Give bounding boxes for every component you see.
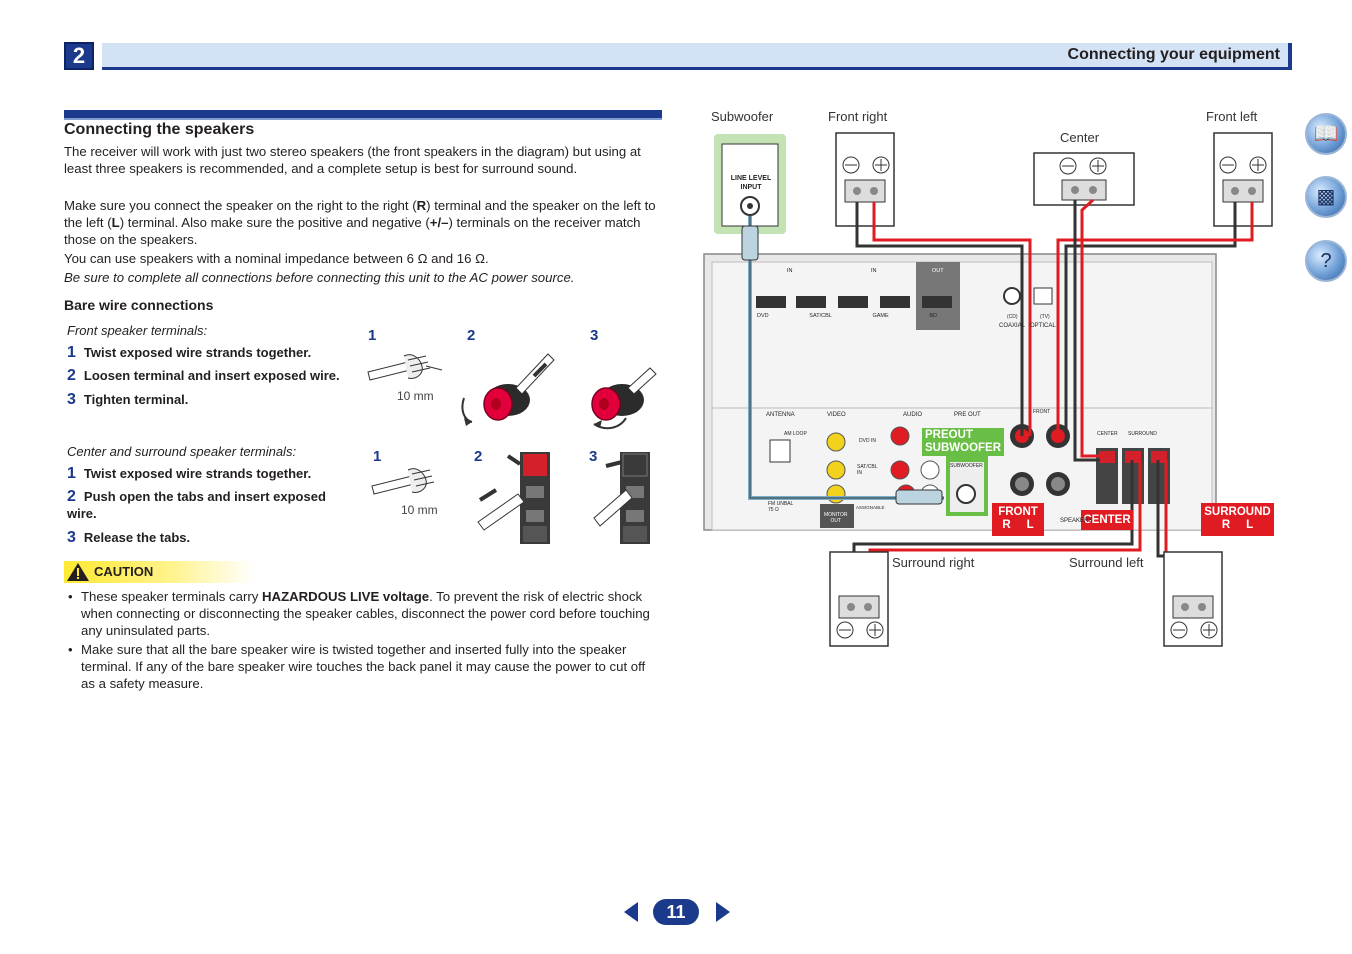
bare-wire-heading: Bare wire connections [64,297,214,313]
section-title: Connecting the speakers [64,121,255,138]
front-left-label: Front left [1206,109,1258,124]
surround-small-label: SURROUND [1128,431,1157,437]
next-page-icon[interactable] [714,901,732,923]
front-right-speaker [835,132,895,227]
section-rule [64,110,662,118]
twisted-wire-icon [371,468,435,495]
front-fig-number-3: 3 [590,327,599,344]
loosen-terminal-icon [461,353,555,426]
remote-control-icon[interactable]: ▩ [1305,176,1347,218]
header-title: Connecting your equipment [1067,46,1280,63]
subwoofer-box [714,134,786,234]
audio-label: AUDIO [903,412,923,418]
optical-label: OPTICAL [1030,323,1056,329]
center-speaker [1033,152,1135,206]
center-label: Center [1060,130,1100,145]
push-tab-terminal-icon [477,452,550,544]
subwoofer-small-label: SUBWOOFER [950,463,983,469]
center-fig-number-1: 1 [373,448,382,465]
dvd-in-label: DVD IN [859,438,876,444]
tv-label: (TV) [1040,314,1050,320]
center-terminal-illustration [371,452,650,544]
cd-label: (CD) [1007,314,1018,320]
front-strip-length: 10 mm [397,389,434,403]
front-terminal-illustration [367,353,657,430]
caution-bullet-2: Make sure that all the bare speaker wire… [68,641,658,692]
tighten-terminal-icon [591,367,657,430]
help-question-icon[interactable]: ? [1305,240,1347,282]
antenna-label: ANTENNA [766,412,795,418]
am-loop-label: AM LOOP [784,431,807,437]
lr-paragraph: Make sure you connect the speaker on the… [64,198,656,247]
center-small-label: CENTER [1097,431,1118,437]
surround-right-label: Surround right [892,555,975,570]
hdmi-out-label: OUT [932,268,944,274]
power-warning: Be sure to complete all connections befo… [64,270,575,285]
intro-paragraph: The receiver will work with just two ste… [64,144,641,176]
header-bar [102,43,1292,70]
pre-out-label: PRE OUT [954,412,981,418]
front-fig-number-1: 1 [368,327,377,344]
caution-banner [64,561,254,583]
video-label: VIDEO [827,412,846,418]
speakers-label: SPEAKERS [1060,518,1093,524]
front-small-label: FRONT [1033,409,1051,415]
surround-right-speaker [829,551,889,647]
center-fig-number-2: 2 [474,448,483,465]
hdmi-in-label-2: IN [871,268,877,274]
impedance-paragraph: You can use speakers with a nominal impe… [64,251,489,266]
center-terminals-caption: Center and surround speaker terminals: [67,444,297,459]
coaxial-label: COAXIAL [999,323,1026,329]
assignable-label: ASSIGNABLE [856,505,885,510]
center-strip-length: 10 mm [401,503,438,517]
center-tag: CENTER [1081,510,1133,530]
surround-left-label: Surround left [1069,555,1144,570]
subwoofer-label: Subwoofer [711,109,774,124]
warning-triangle-icon [67,563,89,581]
page-number: 11 [653,899,699,925]
twisted-wire-icon [367,354,443,381]
speaker-connection-diagram [703,132,1273,647]
release-tab-terminal-icon [593,452,650,544]
front-terminals-caption: Front speaker terminals: [67,323,208,338]
previous-page-icon[interactable] [622,901,640,923]
front-right-label: Front right [828,109,888,124]
front-left-speaker [1213,132,1273,227]
caution-bullet-1: These speaker terminals carry HAZARDOUS … [68,588,658,639]
hdmi-in-label-1: IN [787,268,793,274]
center-fig-number-3: 3 [589,448,598,465]
section-rule-accent [64,118,662,120]
chapter-number: 2 [64,42,94,70]
surround-left-speaker [1163,551,1223,647]
receiver-back-panel [703,253,1217,531]
caution-label: CAUTION [94,564,154,579]
front-fig-number-2: 2 [467,327,476,344]
manual-book-icon[interactable]: 📖 [1305,113,1347,155]
